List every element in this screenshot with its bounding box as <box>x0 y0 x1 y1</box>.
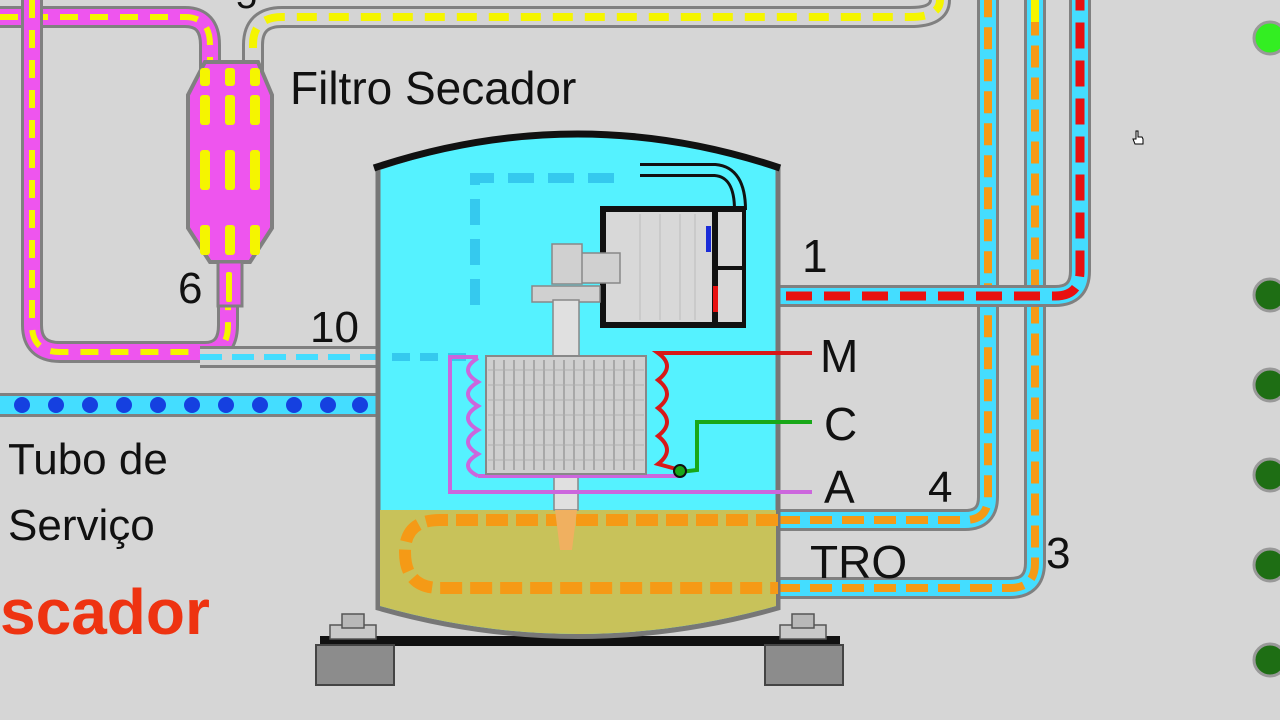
pipe-5-filter-inlet <box>242 0 951 80</box>
label-10: 10 <box>310 303 359 352</box>
label-4: 4 <box>928 463 952 512</box>
label-6: 6 <box>178 264 202 313</box>
pipe-1-discharge <box>748 0 1091 307</box>
green-indicator[interactable] <box>1252 457 1280 493</box>
compressor-cylinder <box>600 206 746 328</box>
label-1: 1 <box>802 230 828 282</box>
green-indicator[interactable] <box>1252 367 1280 403</box>
motor-stator <box>485 355 647 475</box>
oil-sump <box>380 510 776 634</box>
pipe-left-loop <box>0 0 239 363</box>
filter-dryer <box>186 60 274 308</box>
compressor <box>315 130 844 686</box>
service-tube-label-line1: Tubo de <box>8 435 168 484</box>
service-tube <box>0 393 392 417</box>
green-indicator[interactable] <box>1252 20 1280 56</box>
service-tube-label-line2: Serviço <box>8 501 155 550</box>
label-3: 3 <box>1046 529 1070 578</box>
terminal-c-label: C <box>824 398 857 450</box>
indicator-column <box>1252 20 1280 678</box>
common-node <box>673 464 687 478</box>
left-mounting-foot <box>315 613 395 686</box>
green-indicator[interactable] <box>1252 642 1280 678</box>
label-5: 5 <box>236 0 257 17</box>
tro-label: TRO <box>810 536 907 588</box>
hand-pointer-icon <box>1132 130 1144 145</box>
filter-title: Filtro Secador <box>290 62 576 114</box>
pipe-4-oil-cooler <box>778 0 999 531</box>
terminal-a-label: A <box>824 461 855 513</box>
mounting-rail <box>320 636 840 646</box>
pipe-3-tro <box>778 0 1046 599</box>
oil-cooler-coil <box>398 514 778 594</box>
terminal-m-label: M <box>820 330 858 382</box>
green-indicator[interactable] <box>1252 277 1280 313</box>
right-mounting-foot <box>764 613 844 686</box>
secador-caption: scador <box>0 576 210 648</box>
green-indicator[interactable] <box>1252 547 1280 583</box>
